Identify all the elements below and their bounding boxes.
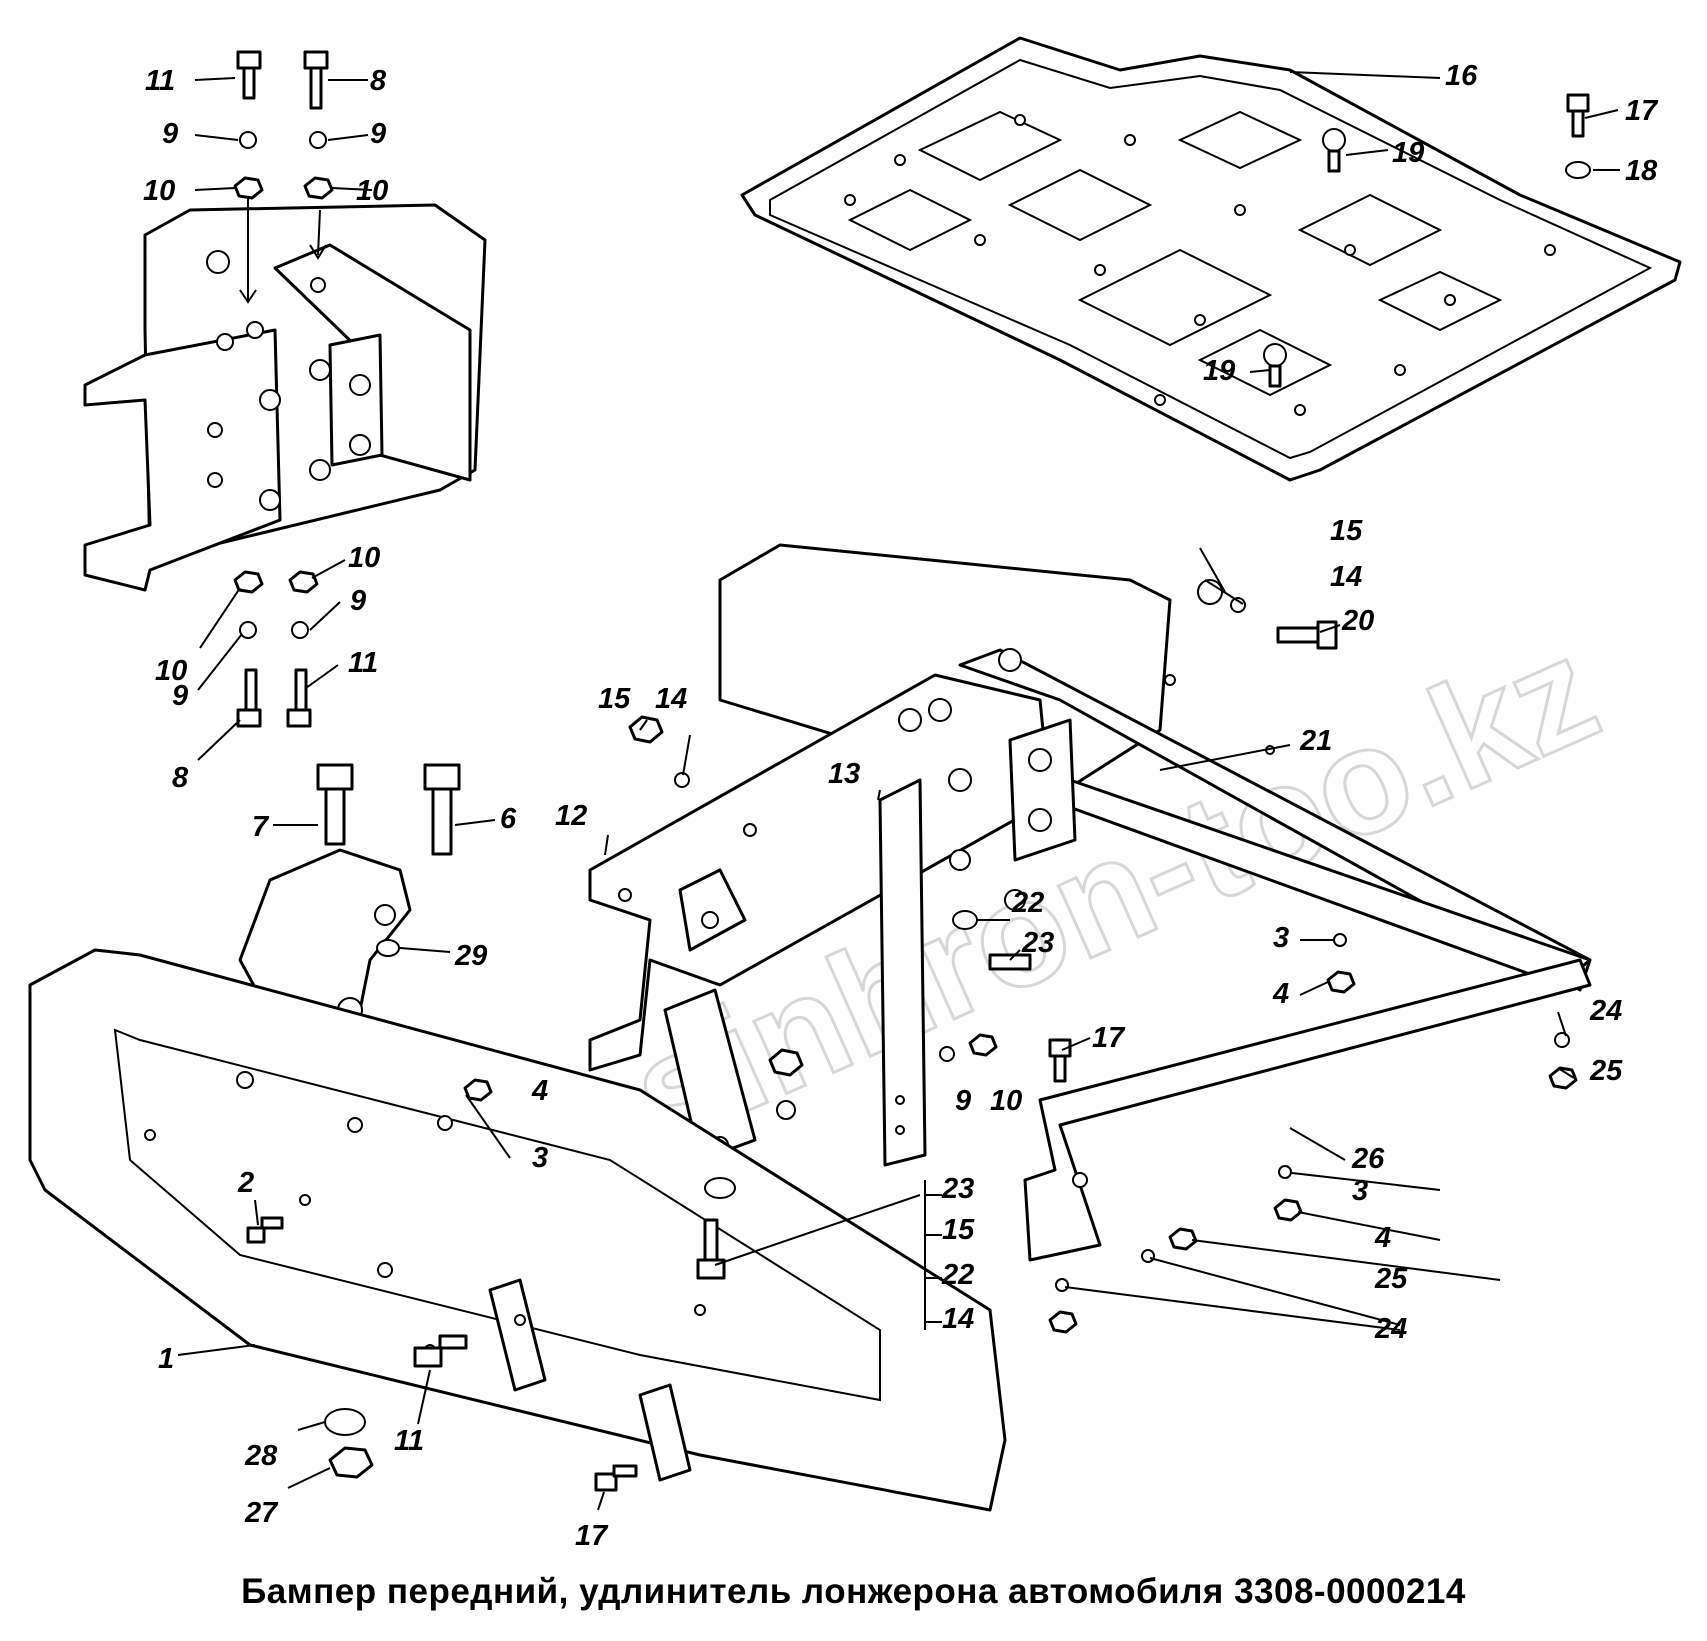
callout-10: 10 <box>990 1085 1022 1117</box>
callout-22: 22 <box>1011 887 1044 919</box>
callout-11: 11 <box>348 647 378 679</box>
callout-19: 19 <box>1392 137 1424 169</box>
callout-16: 16 <box>1445 60 1478 92</box>
callout-18: 18 <box>1625 155 1658 187</box>
callout-17: 17 <box>1092 1022 1126 1054</box>
callout-15: 15 <box>598 683 631 715</box>
callout-4: 4 <box>1272 978 1289 1010</box>
callout-24: 24 <box>1374 1313 1407 1345</box>
callout-4: 4 <box>1374 1222 1391 1254</box>
callout-1: 1 <box>158 1343 174 1375</box>
callout-17: 17 <box>1625 95 1659 127</box>
callout-14: 14 <box>1330 561 1362 593</box>
platform-16 <box>740 36 1682 482</box>
callout-14: 14 <box>655 683 687 715</box>
callout-6: 6 <box>500 803 517 835</box>
callout-12: 12 <box>555 800 587 832</box>
callout-3: 3 <box>1352 1175 1368 1207</box>
callout-4: 4 <box>531 1075 548 1107</box>
callout-9: 9 <box>350 585 366 617</box>
callout-8: 8 <box>172 762 189 794</box>
callout-14: 14 <box>942 1303 974 1335</box>
callout-10: 10 <box>143 175 175 207</box>
callout-24: 24 <box>1589 995 1622 1027</box>
callout-21: 21 <box>1299 725 1332 757</box>
diagram-caption: Бампер передний, удлинитель лонжерона ав… <box>241 1572 1466 1611</box>
callout-11: 11 <box>394 1425 424 1457</box>
callout-2: 2 <box>237 1167 254 1199</box>
callout-26: 26 <box>1351 1143 1385 1175</box>
callout-22: 22 <box>941 1259 974 1291</box>
callout-13: 13 <box>828 758 860 790</box>
callout-3: 3 <box>532 1142 548 1174</box>
callout-15: 15 <box>1330 515 1363 547</box>
callout-23: 23 <box>1021 927 1054 959</box>
callout-9: 9 <box>955 1085 971 1117</box>
callout-17: 17 <box>575 1520 609 1552</box>
callout-20: 20 <box>1341 605 1374 637</box>
callout-9: 9 <box>162 118 178 150</box>
callout-10: 10 <box>155 655 187 687</box>
callout-10: 10 <box>356 175 388 207</box>
callout-29: 29 <box>454 940 487 972</box>
callout-27: 27 <box>244 1497 279 1529</box>
callout-19: 19 <box>1203 355 1235 387</box>
callout-23: 23 <box>941 1173 974 1205</box>
callout-15: 15 <box>942 1214 975 1246</box>
callout-8: 8 <box>370 65 387 97</box>
callout-25: 25 <box>1589 1055 1623 1087</box>
leader-lines <box>177 71 1620 1511</box>
callout-25: 25 <box>1374 1263 1408 1295</box>
callout-3: 3 <box>1273 922 1289 954</box>
callout-9: 9 <box>172 680 188 712</box>
callout-9: 9 <box>370 118 386 150</box>
callout-11: 11 <box>145 65 175 97</box>
callout-labels: 1 2 3 3 3 4 4 4 6 7 8 8 9 9 9 9 9 10 10 … <box>143 60 1659 1552</box>
bumper-1 <box>28 948 1007 1512</box>
spar-extension <box>588 543 1592 1262</box>
callout-7: 7 <box>252 811 270 843</box>
frame-spar-end <box>83 190 487 592</box>
callout-10: 10 <box>348 542 380 574</box>
callout-28: 28 <box>244 1440 278 1472</box>
fasteners <box>233 50 1591 1492</box>
